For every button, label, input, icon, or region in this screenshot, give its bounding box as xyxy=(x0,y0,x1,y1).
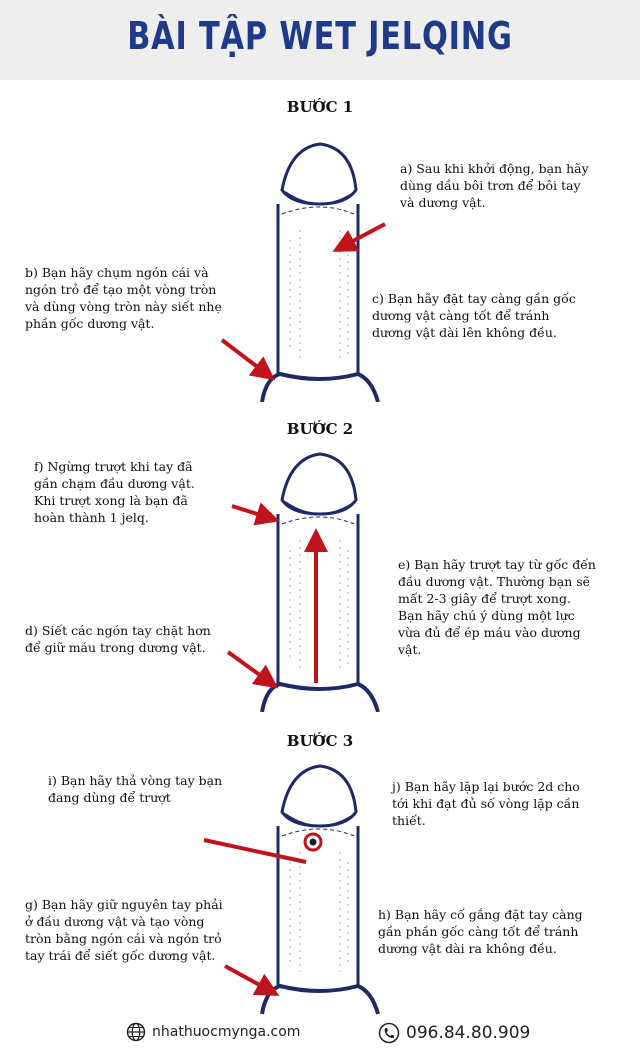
header: BÀI TẬP WET JELQING xyxy=(0,0,640,80)
step-2-figure xyxy=(260,452,380,712)
phone-icon xyxy=(378,1022,400,1044)
step-3-figure xyxy=(260,764,380,1015)
arrow-g xyxy=(224,964,280,996)
note-c: c) Bạn hãy đặt tay càng gần gốc dương vậ… xyxy=(372,291,576,340)
note-j: j) Bạn hãy lặp lại bước 2d cho tới khi đ… xyxy=(392,779,580,828)
note-i: i) Bạn hãy thả vòng tay bạn đang dùng để… xyxy=(48,773,223,805)
note-g: g) Bạn hãy giữ nguyên tay phải ở đầu dươ… xyxy=(25,897,223,963)
note-b: b) Bạn hãy chụm ngón cái và ngón trỏ để … xyxy=(25,265,222,331)
website[interactable]: nhathuocmynga.com xyxy=(126,1022,300,1042)
marker-dot-ring xyxy=(303,832,323,852)
step-1-title: BƯỚC 1 xyxy=(286,98,354,116)
phone-text: 096.84.80.909 xyxy=(406,1023,531,1043)
note-e: e) Bạn hãy trượt tay từ gốc đến đầu dươn… xyxy=(398,557,596,657)
note-f: f) Ngừng trượt khi tay đã gần chạm đầu d… xyxy=(34,459,195,525)
arrow-a xyxy=(332,222,386,252)
marker-dot-center xyxy=(309,838,317,846)
arrow-f xyxy=(231,502,280,526)
footer: nhathuocmynga.com 096.84.80.909 xyxy=(0,1018,640,1050)
arrow-d xyxy=(226,650,279,689)
note-h: h) Bạn hãy cố gắng đặt tay càng gần phần… xyxy=(378,907,583,956)
arrow-b xyxy=(220,338,276,381)
note-d: d) Siết các ngón tay chặt hơn để giữ máu… xyxy=(25,623,211,655)
phone[interactable]: 096.84.80.909 xyxy=(378,1022,530,1044)
globe-icon xyxy=(126,1022,146,1042)
page-title: BÀI TẬP WET JELQING xyxy=(127,14,513,58)
website-text: nhathuocmynga.com xyxy=(152,1024,301,1040)
step-2-title: BƯỚC 2 xyxy=(286,420,354,438)
note-a: a) Sau khi khởi động, bạn hãy dùng dầu b… xyxy=(400,161,589,210)
step-3-title: BƯỚC 3 xyxy=(286,732,354,750)
line-i xyxy=(203,838,307,864)
step-1-figure xyxy=(260,142,380,402)
